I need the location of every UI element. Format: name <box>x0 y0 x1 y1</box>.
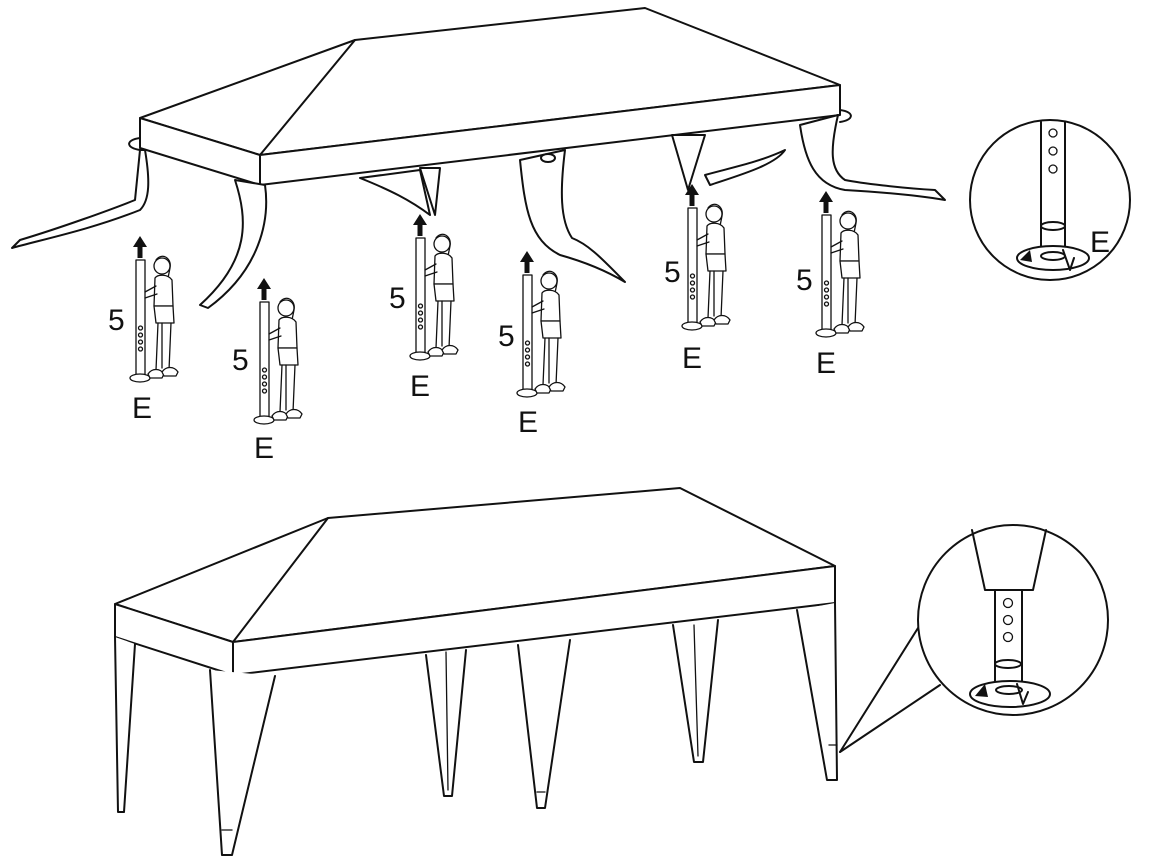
pole-label: E <box>132 392 152 425</box>
fabric-mid-1 <box>360 170 430 215</box>
pole-label: E <box>816 347 836 380</box>
lift-number: 5 <box>389 282 406 315</box>
lift-number: 5 <box>664 256 681 289</box>
leg <box>210 670 275 855</box>
pole-label: E <box>518 406 538 439</box>
pole-label: E <box>682 342 702 375</box>
fabric-left-2 <box>200 180 266 308</box>
detail-circle-bottom <box>840 525 1108 752</box>
leg <box>115 637 135 812</box>
worker-5: 5 E <box>664 184 730 375</box>
detail-label: E <box>1090 226 1110 259</box>
detail-circle-top: E <box>970 120 1130 280</box>
worker-1: 5 E <box>108 236 178 425</box>
fabric-right-1 <box>672 135 705 190</box>
lift-number: 5 <box>232 344 249 377</box>
tent-bottom <box>115 488 837 855</box>
leg <box>797 603 837 780</box>
worker-4: 5 E <box>498 251 565 439</box>
fabric-mid-2 <box>520 150 625 282</box>
pole-label: E <box>410 370 430 403</box>
lift-number: 5 <box>108 304 125 337</box>
fabric-right-2 <box>800 115 945 200</box>
worker-2: 5 E <box>232 278 302 465</box>
leg <box>518 640 570 808</box>
pole-label: E <box>254 432 274 465</box>
fabric-left <box>12 150 148 248</box>
tent-top <box>12 8 945 308</box>
worker-3: 5 E <box>389 214 458 403</box>
worker-6: 5 E <box>796 191 864 380</box>
lift-number: 5 <box>796 264 813 297</box>
lift-number: 5 <box>498 320 515 353</box>
